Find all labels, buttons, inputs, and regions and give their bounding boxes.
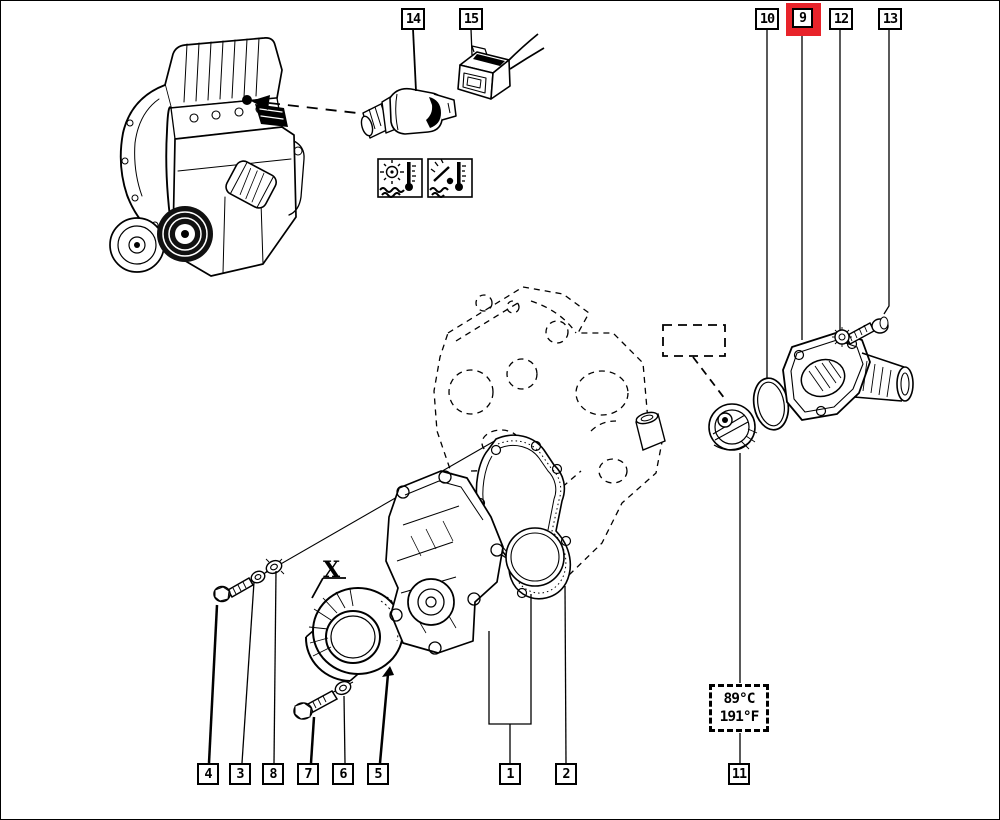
pump-gasket-illustration: [474, 434, 572, 600]
callout-15[interactable]: 15: [459, 8, 483, 30]
coolant-temp-warning-lamp-icon: [377, 158, 423, 198]
callout-12[interactable]: 12: [829, 8, 853, 30]
washer-part-6-illustration: [334, 680, 352, 696]
dashed-arrow: [251, 95, 358, 114]
bolt-part-4-illustration: [213, 576, 255, 603]
water-pump-illustration: [385, 470, 504, 655]
callout-1[interactable]: 1: [499, 763, 521, 785]
leader-arrowhead-5: [382, 666, 394, 677]
temp-sensor-illustration: [360, 87, 457, 139]
bolt-part-7-illustration: [293, 690, 339, 720]
washer-part-3-illustration: [250, 570, 266, 584]
temperature-fahrenheit: 191°F: [719, 709, 760, 725]
water-pipe-stub-illustration: [635, 411, 666, 451]
dashed-reference-box: [662, 324, 726, 400]
stud-bolt-part-13-illustration: [845, 316, 889, 345]
leader-lines-thick: [207, 604, 390, 764]
callout-8[interactable]: 8: [262, 763, 284, 785]
thermostat-housing-illustration: [782, 331, 914, 421]
leader-lines-thin: [241, 28, 890, 764]
callout-14[interactable]: 14: [401, 8, 425, 30]
temperature-reference-box: 89°C 191°F: [709, 684, 769, 732]
connector-illustration: [457, 33, 545, 100]
crankshaft-pulley-illustration: [304, 587, 406, 682]
callout-11[interactable]: 11: [728, 763, 750, 785]
callout-9[interactable]: 9: [792, 8, 813, 28]
callout-7[interactable]: 7: [297, 763, 319, 785]
callout-2[interactable]: 2: [555, 763, 577, 785]
o-ring-seal-illustration: [752, 377, 790, 431]
nut-part-12-illustration: [832, 327, 852, 347]
engine-illustration: [109, 37, 305, 277]
x-marker-leader: [311, 577, 346, 599]
callout-10[interactable]: 10: [755, 8, 779, 30]
callout-6[interactable]: 6: [332, 763, 354, 785]
callout-13[interactable]: 13: [878, 8, 902, 30]
temperature-celsius: 89°C: [723, 690, 756, 707]
callout-4[interactable]: 4: [197, 763, 219, 785]
callout-5[interactable]: 5: [367, 763, 389, 785]
washer-part-8-illustration: [263, 558, 285, 575]
coolant-temp-gauge-icon: [427, 158, 473, 198]
callout-3[interactable]: 3: [229, 763, 251, 785]
callout-9-highlight[interactable]: 9: [786, 3, 821, 36]
thermostat-illustration: [708, 403, 758, 451]
x-marker: X: [323, 557, 341, 583]
